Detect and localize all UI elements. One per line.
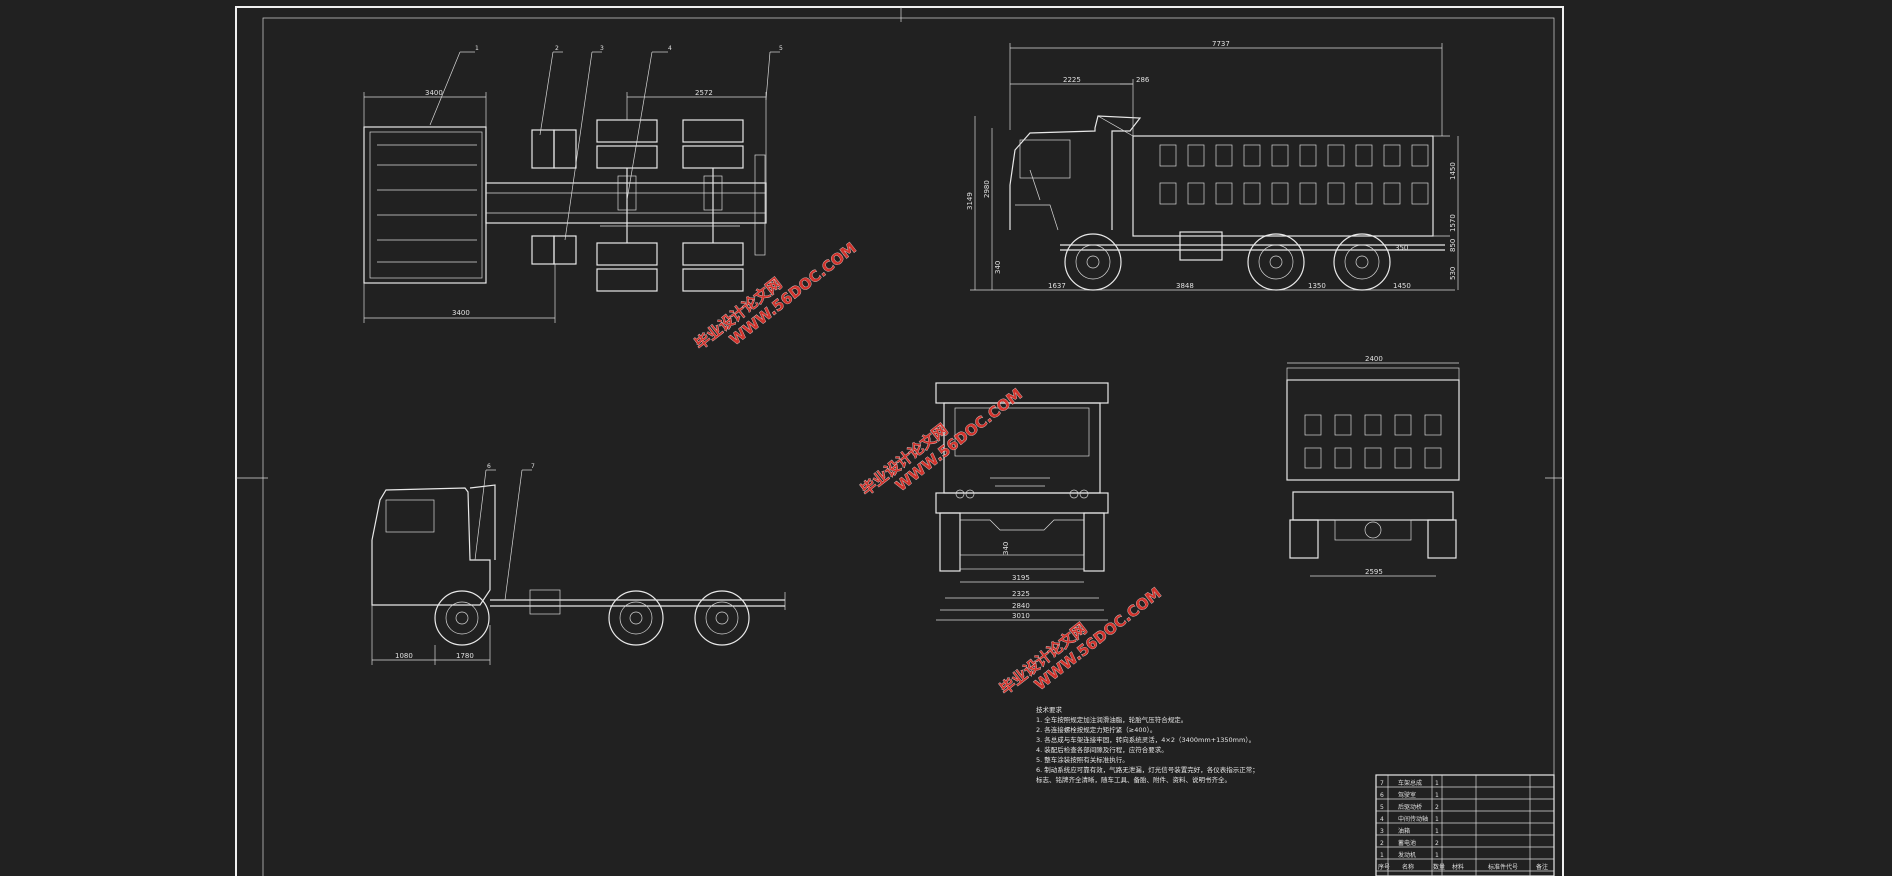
header-qty: 数量 (1433, 863, 1445, 871)
dim-overall-length: 7737 (1212, 40, 1230, 48)
row-name-4: 中间传动轴 (1398, 815, 1428, 823)
front-view: 3195 2325 2840 3010 340 (935, 382, 1109, 621)
drawing-frame (235, 6, 1564, 876)
row-name-7: 车架总成 (1398, 779, 1422, 787)
row-name-6: 驾驶室 (1398, 791, 1416, 799)
balloon-1: 1 (475, 45, 479, 52)
row-name-3: 油箱 (1398, 827, 1410, 835)
note-line-2: 2. 各连接螺栓按规定力矩拧紧（≥400）。 (1036, 725, 1156, 734)
dim-front-width: 2840 (1012, 602, 1030, 610)
row-name-1: 发动机 (1398, 851, 1416, 859)
note-line-3: 3. 各总成与车架连接牢固，转向系统灵活，4×2（3400mm+1350mm）。 (1036, 735, 1255, 744)
row-qty-1: 1 (1435, 852, 1439, 859)
row-qty-6: 1 (1435, 792, 1439, 799)
dim-cab-width: 3400 (425, 89, 443, 97)
dim-body-height: 1450 (1449, 162, 1457, 180)
dim-chassis-front: 1080 (395, 652, 413, 660)
row-qty-2: 2 (1435, 840, 1439, 847)
header-name: 名称 (1402, 863, 1414, 871)
dim-small-offset: 286 (1136, 76, 1150, 84)
row-qty-5: 2 (1435, 804, 1439, 811)
dim-right-low: 850 (1449, 239, 1457, 252)
watermark-2: 毕业设计论文网 WWW.56DOC.COM (857, 385, 1026, 500)
dim-front-section: 2225 (1063, 76, 1081, 84)
watermark-1: 毕业设计论文网 WWW.56DOC.COM (691, 239, 860, 354)
header-standard: 标准件代号 (1488, 863, 1518, 871)
dim-inner-track: 3195 (1012, 574, 1030, 582)
header-no: 序号 (1378, 863, 1390, 871)
rear-panel-grid (1304, 414, 1442, 469)
row-no-5: 5 (1380, 804, 1384, 811)
header-material: 材料 (1452, 863, 1464, 871)
top-view: 3400 2572 3400 1 2 3 4 5 (363, 45, 783, 323)
dim-rear-overhang: 1450 (1393, 282, 1411, 290)
rear-view: 2400 2595 (1286, 355, 1460, 577)
watermark-2-line2: WWW.56DOC.COM (892, 385, 1026, 495)
dim-rear-track: 2595 (1365, 568, 1383, 576)
chassis-view: 1080 1780 6 7 (371, 463, 786, 665)
dim-front-overhang: 1637 (1048, 282, 1066, 290)
dim-front-height: 340 (1002, 542, 1010, 555)
dim-wheelbase-side: 3848 (1176, 282, 1194, 290)
dim-front-overall: 3010 (1012, 612, 1030, 620)
dim-right-mid: 1570 (1449, 214, 1457, 232)
dim-rear-small: 350 (1395, 244, 1408, 252)
note-line-5: 5. 整车涂装按照有关标准执行。 (1036, 755, 1129, 764)
row-no-3: 3 (1380, 828, 1384, 835)
note-line-1: 1. 全车按照规定加注润滑油脂，轮胎气压符合规定。 (1036, 715, 1187, 724)
row-name-5: 后驱动桥 (1398, 803, 1422, 811)
watermark-3-line2: WWW.56DOC.COM (1031, 584, 1165, 694)
row-name-2: 蓄电池 (1398, 839, 1416, 847)
balloon-4: 4 (668, 45, 672, 52)
dim-axle-spacing: 1350 (1308, 282, 1326, 290)
dim-chassis-axle: 1780 (456, 652, 474, 660)
row-no-7: 7 (1380, 780, 1384, 787)
side-view: 7737 2225 286 3149 2980 340 1637 3848 13… (966, 40, 1459, 291)
balloon-7: 7 (531, 463, 535, 470)
dim-right-bottom: 530 (1449, 267, 1457, 280)
dim-rear-top-width: 2400 (1365, 355, 1383, 363)
balloon-5: 5 (779, 45, 783, 52)
row-no-2: 2 (1380, 840, 1384, 847)
note-line-4: 4. 装配后检查各部间隙及行程，应符合要求。 (1036, 745, 1168, 754)
watermark-1-line2: WWW.56DOC.COM (726, 239, 860, 349)
parts-table: 7 车架总成 1 6 驾驶室 1 5 后驱动桥 2 4 中间传动轴 1 3 油箱… (1375, 774, 1555, 876)
balloon-3: 3 (600, 45, 604, 52)
dim-wheelbase-top: 2572 (695, 89, 713, 97)
balloon-2: 2 (555, 45, 559, 52)
technical-notes: 技术要求 1. 全车按照规定加注润滑油脂，轮胎气压符合规定。 2. 各连接螺栓按… (1036, 705, 1259, 784)
row-qty-4: 1 (1435, 816, 1439, 823)
row-qty-3: 1 (1435, 828, 1439, 835)
dim-overall-bottom: 3400 (452, 309, 470, 317)
row-no-4: 4 (1380, 816, 1384, 823)
dim-front-track: 2325 (1012, 590, 1030, 598)
note-line-7: 标志、铭牌齐全清晰，随车工具、备胎、附件、资料、说明书齐全。 (1036, 775, 1231, 784)
dim-cab-height: 2980 (983, 180, 991, 198)
dim-height: 3149 (966, 192, 974, 210)
row-no-6: 6 (1380, 792, 1384, 799)
header-remark: 备注 (1536, 863, 1548, 871)
balloon-6: 6 (487, 463, 491, 470)
row-no-1: 1 (1380, 852, 1384, 859)
body-panel-grid (1159, 144, 1429, 205)
dim-ground-clear: 340 (994, 261, 1002, 274)
note-line-6: 6. 制动系统应可靠有效，气路无泄漏，灯光信号装置完好，各仪表指示正常； (1036, 765, 1259, 774)
notes-title: 技术要求 (1036, 705, 1063, 714)
row-qty-7: 1 (1435, 780, 1439, 787)
